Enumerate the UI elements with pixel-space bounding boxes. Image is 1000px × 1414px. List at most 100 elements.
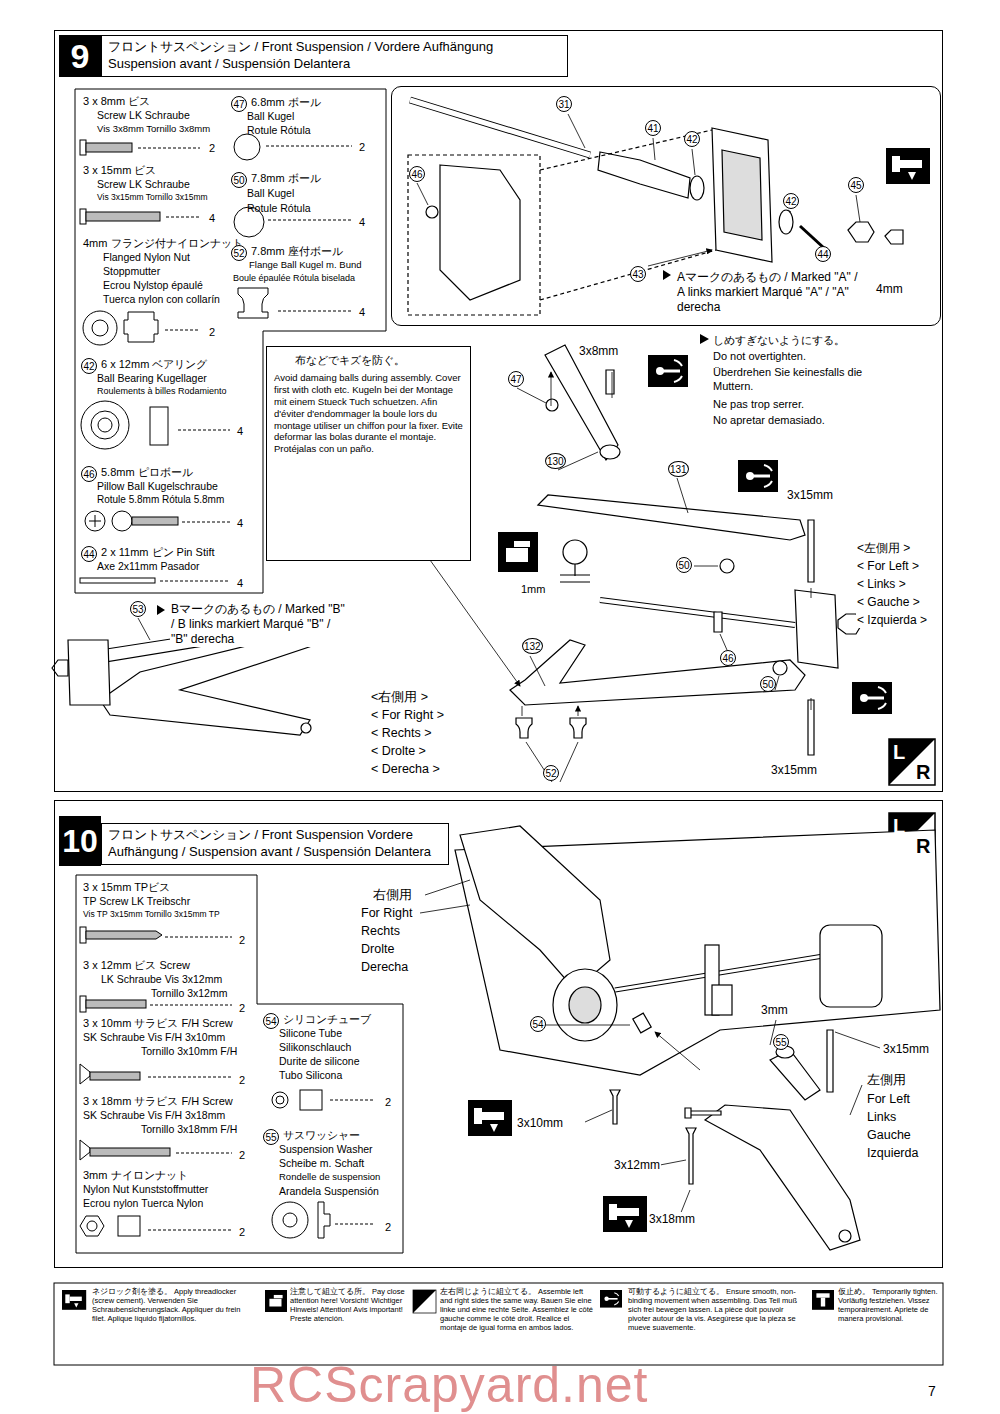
text-label: 7.8mm 座付ボール <box>251 245 343 259</box>
text-label: Tornillo 3x12mm <box>151 987 227 1000</box>
quantity: 2 <box>209 142 215 156</box>
text-label: SK Schraube Vis F/H 3x10mm <box>83 1031 225 1044</box>
callout-number: 42 <box>783 193 799 209</box>
text-label: 7.8mm ボール <box>251 172 321 186</box>
icons <box>157 148 935 1232</box>
text-label: SK Schraube Vis F/H 3x18mm <box>83 1109 225 1122</box>
legend-text: 可動するように組立てる。 Ensure smooth, non-binding … <box>628 1287 806 1332</box>
text-label: Ne pas trop serrer. <box>712 398 805 412</box>
text-label: Flanged Nylon Nut <box>103 251 190 264</box>
callout-number: 46 <box>81 466 97 482</box>
text-label: Vis 3x8mm Tornillo 3x8mm <box>97 123 210 135</box>
text-label: < Rechts > <box>370 726 432 742</box>
side-letter: L <box>893 814 905 839</box>
text-label: Pillow Ball Kugelschraube <box>97 480 218 493</box>
text-label: Tubo Silicona <box>279 1069 342 1082</box>
dimension: 1mm <box>520 583 546 597</box>
text-label: 3 x 18mm サラビス F/H Screw <box>83 1095 233 1109</box>
watermark: RCScrapyard.net <box>250 1360 649 1410</box>
text-label: < Gauche > <box>856 595 921 610</box>
callout-number: 131 <box>668 461 689 477</box>
text-label: TP Screw LK Treibschr <box>83 895 190 908</box>
text-label: Axe 2x11mm Pasador <box>97 560 200 573</box>
quantity: 2 <box>385 1096 391 1110</box>
dimension: 3x8mm <box>578 344 619 359</box>
text-label: 左側用 <box>866 1073 907 1089</box>
text-label: 3 x 15mm TPビス <box>83 881 170 895</box>
text-label: Suspension Washer <box>279 1143 373 1156</box>
text-label: Roulements à billes Rodamiento <box>97 386 227 397</box>
text-label: < For Left > <box>856 559 920 574</box>
text-label: 5.8mm ピロボール <box>101 466 193 480</box>
dimension: 3x15mm <box>770 763 818 778</box>
legend-text: 仮止め。 Temporarily tighten. Vorläufig fest… <box>838 1287 938 1323</box>
callout-number: 47 <box>508 371 524 387</box>
callout-number: 45 <box>848 177 864 193</box>
text-label: Überdrehen Sie keinesfalls die Muttern. <box>712 366 879 394</box>
quantity: 2 <box>359 141 365 155</box>
quantity: 4 <box>359 216 365 230</box>
callout-number: 52 <box>231 245 247 261</box>
quantity: 4 <box>209 212 215 226</box>
text-label: 3 x 12mm ビス Screw <box>83 959 190 973</box>
text-label: Rotule Rótula <box>247 202 311 215</box>
text-label: Scheibe m. Schaft <box>279 1157 364 1170</box>
text-label: No apretar demasiado. <box>712 414 826 428</box>
text-label: 7 <box>928 1383 936 1401</box>
text-label: Do not overtighten. <box>712 350 807 364</box>
text-label: Stoppmutter <box>103 265 160 278</box>
callout-number: 42 <box>684 131 700 147</box>
text-label: Rotule 5.8mm Rótula 5.8mm <box>97 494 224 507</box>
parts-list: 3 x 15mm TPビスTP Screw LK TreibschrVis TP… <box>75 874 405 1255</box>
text-label: Ball Bearing Kugellager <box>97 372 207 385</box>
callout-number: 47 <box>231 96 247 112</box>
quantity: 4 <box>237 517 243 531</box>
note-box: 布などでキズを防ぐ。Avoid damaing balls during ass… <box>266 346 471 561</box>
callout-number: 55 <box>263 1129 279 1145</box>
step-number: 10 <box>59 816 101 866</box>
detail-inset: Aマークのあるもの / Marked "A" / A links markier… <box>391 86 941 326</box>
callout-number: 41 <box>645 120 661 136</box>
callout-number: 43 <box>630 266 646 282</box>
text-label: < Izquierda > <box>856 613 928 628</box>
text-label: Silikonschlauch <box>279 1041 351 1054</box>
quantity: 2 <box>239 934 245 948</box>
text-label: For Left <box>866 1092 911 1108</box>
text-label: Bマークのあるもの / Marked "B" / B links markier… <box>170 602 347 647</box>
callout-number: 46 <box>409 166 425 182</box>
dimension: 3x18mm <box>648 1212 696 1227</box>
quantity: 2 <box>239 1002 245 1016</box>
side-letter: R <box>916 760 930 785</box>
text-label: 6 x 12mm ベアリング <box>101 358 207 372</box>
text-label: サスワッシャー <box>283 1129 360 1143</box>
legend-text: ネジロック剤を塗る。 Apply threadlocker (screw cem… <box>92 1287 244 1323</box>
callout-number: 53 <box>130 601 146 617</box>
quantity: 2 <box>209 326 215 340</box>
text-label: < Derecha > <box>370 762 441 778</box>
text-label: Silicone Tube <box>279 1027 342 1040</box>
step-number: 9 <box>59 35 101 77</box>
text-label: 3mm ナイロンナット <box>83 1169 188 1183</box>
step-heading: フロントサスペンション / Front Suspension / Vordere… <box>101 35 568 77</box>
side-letter: L <box>893 740 905 765</box>
text-label: Screw LK Schraube <box>97 109 190 122</box>
text-label: Boule épaulée Rótula biselada <box>233 273 355 284</box>
quantity: 2 <box>385 1221 391 1235</box>
text-label: 3 x 8mm ビス <box>83 95 150 109</box>
text-label: 6.8mm ボール <box>251 96 321 110</box>
callout-number: 44 <box>815 246 831 262</box>
callout-number: 44 <box>81 546 97 562</box>
text-label: Arandela Suspensión <box>279 1185 379 1198</box>
step-panel: 9フロントサスペンション / Front Suspension / Vorder… <box>54 30 943 792</box>
assembly-illustration <box>52 345 862 755</box>
text-label: シリコンチューブ <box>283 1013 371 1027</box>
text-label: 2 x 11mm ピン Pin Stift <box>101 546 215 560</box>
text-label: Aマークのあるもの / Marked "A" / A links markier… <box>677 270 862 315</box>
text-label: Tornillo 3x18mm F/H <box>141 1123 237 1136</box>
quantity: 4 <box>237 577 243 591</box>
step-panel: 10フロントサスペンション / Front Suspension Vordere… <box>54 800 943 1268</box>
callout-number: 42 <box>81 358 97 374</box>
dimension: 3x12mm <box>613 1158 661 1173</box>
text-label: Derecha <box>360 960 409 976</box>
